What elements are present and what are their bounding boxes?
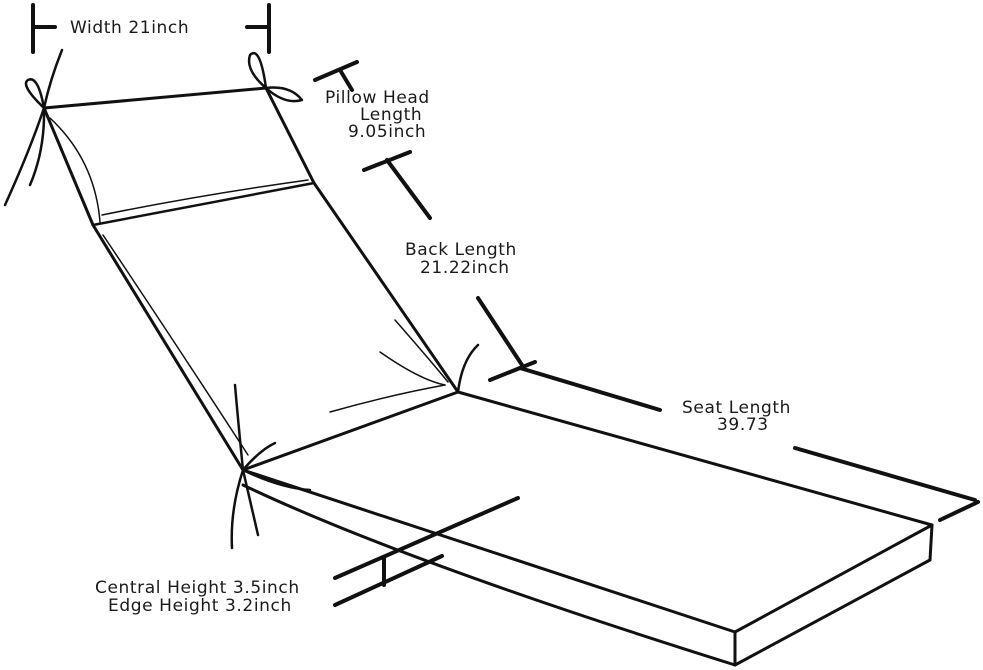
tie-top-left — [3, 48, 64, 207]
pillow-head-value: 9.05inch — [348, 122, 427, 142]
seat-length-label: Seat Length — [682, 398, 791, 418]
width-label: Width 21inch — [70, 18, 190, 38]
edge-height-label: Edge Height 3.2inch — [108, 596, 292, 616]
pillow-head — [42, 86, 316, 227]
central-height-label: Central Height 3.5inch — [95, 578, 300, 598]
seat-section — [241, 390, 934, 667]
back-section — [91, 181, 460, 472]
back-length-label: Back Length — [405, 240, 517, 260]
pillow-head-label-line2: Length — [360, 105, 423, 125]
seat-length-value: 39.73 — [717, 415, 769, 435]
seat-length-dimension-marker — [518, 366, 980, 522]
tie-bottom-left — [230, 383, 312, 550]
width-dimension-marker — [31, 3, 271, 54]
pillow-head-label-line1: Pillow Head — [325, 88, 430, 108]
tie-hinge-right — [456, 343, 480, 394]
height-dimension-marker — [333, 496, 520, 607]
back-length-dimension-marker — [476, 296, 537, 382]
tie-top-right — [247, 52, 304, 103]
pillow-head-dimension-marker — [313, 60, 432, 220]
back-length-value: 21.22inch — [420, 258, 510, 278]
